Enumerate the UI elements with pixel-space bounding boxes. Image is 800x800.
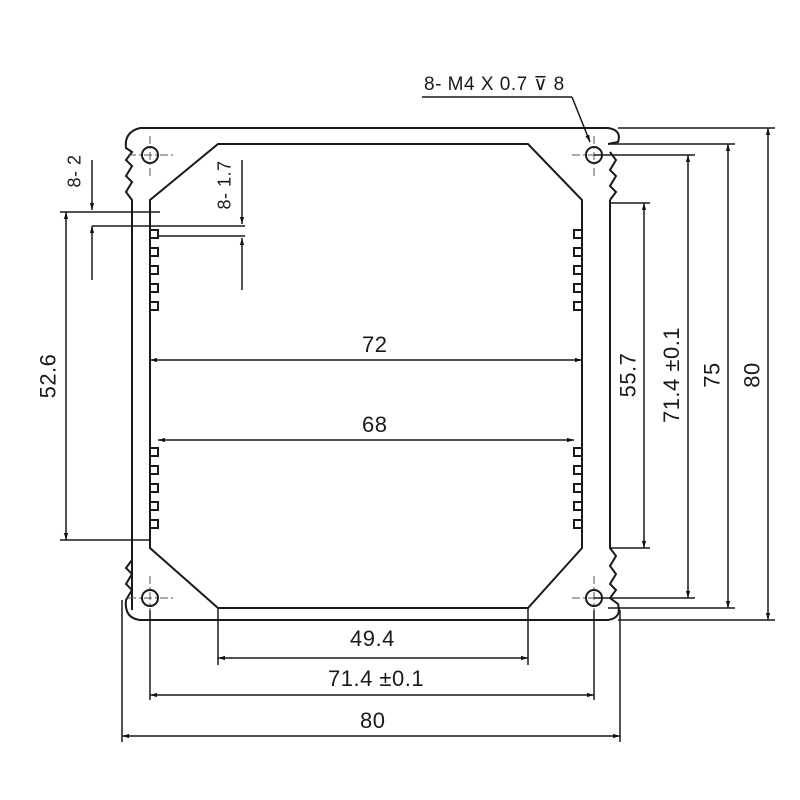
thread-callout: 8- M4 X 0.7 ⊽ 8: [424, 74, 565, 95]
dim-right-height-80: 80: [739, 362, 765, 388]
dim-bottom-overall: 80: [360, 708, 386, 733]
inner-cavity: [149, 143, 583, 609]
dim-inner-width-68: 68: [362, 412, 388, 437]
outline-top: [140, 127, 620, 145]
dim-right-height-75: 75: [699, 362, 725, 388]
dim-fin-depth: 8- 1.7: [214, 160, 235, 210]
dim-right-inner-height: 55.7: [615, 352, 641, 398]
dim-inner-width-72: 72: [362, 332, 388, 357]
dim-fin-pitch: 8- 2: [64, 154, 85, 188]
dim-left-height: 52.6: [35, 353, 61, 399]
dim-bottom-flat: 49.4: [350, 626, 395, 651]
dim-right-hole-spacing: 71.4 ±0.1: [659, 326, 685, 424]
dim-bottom-hole-spacing: 71.4 ±0.1: [328, 666, 425, 691]
